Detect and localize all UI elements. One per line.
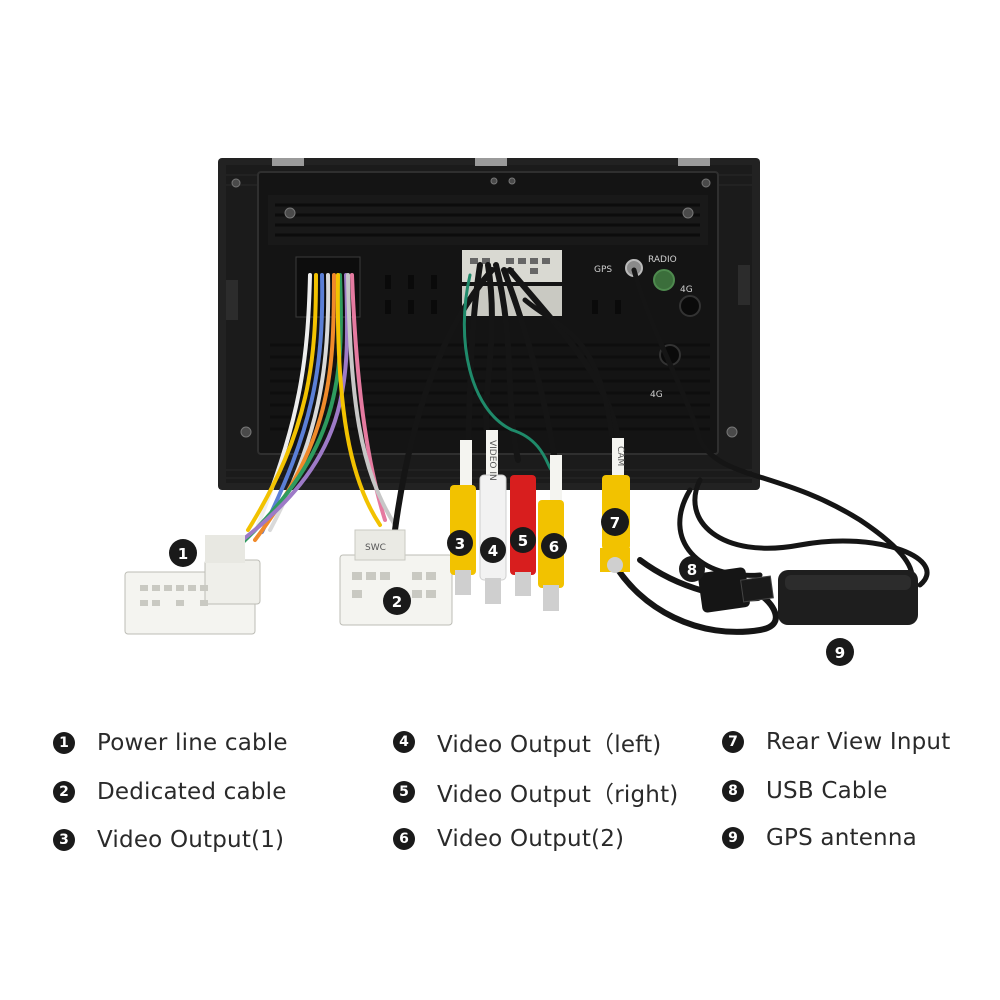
svg-text:5: 5 xyxy=(518,532,528,550)
legend-number-2: 2 xyxy=(53,781,75,803)
svg-text:3: 3 xyxy=(455,535,465,553)
legend-number-8: 8 xyxy=(722,780,744,802)
legend-item-6: 6 Video Output(2) xyxy=(393,824,624,854)
radio-port-label: RADIO xyxy=(648,255,677,265)
product-photo: GPS RADIO 4G 4G xyxy=(124,158,930,666)
marker-4: 4 xyxy=(480,537,506,563)
legend-label-7: Rear View Input xyxy=(766,729,951,755)
svg-text:9: 9 xyxy=(835,644,845,662)
gps-antenna-puck xyxy=(778,570,918,625)
legend-item-3: 3 Video Output(1) xyxy=(53,825,284,855)
legend-number-5: 5 xyxy=(393,781,415,803)
legend-item-7: 7 Rear View Input xyxy=(722,727,950,757)
legend-item-5: 5 Video Output（right) xyxy=(393,777,679,808)
legend-label-3: Video Output(1) xyxy=(97,827,285,853)
port-4g-bottom-label: 4G xyxy=(650,390,663,400)
legend-label-8: USB Cable xyxy=(766,778,888,804)
legend-number-6: 6 xyxy=(393,828,415,850)
swc-tag: SWC xyxy=(365,543,386,553)
legend-item-4: 4 Video Output（left) xyxy=(393,727,662,758)
power-connector xyxy=(124,535,261,635)
svg-text:1: 1 xyxy=(178,545,188,563)
svg-text:8: 8 xyxy=(687,561,697,579)
svg-text:2: 2 xyxy=(392,593,402,611)
video-in-tag: VIDEO IN xyxy=(487,440,497,481)
marker-3: 3 xyxy=(447,530,473,556)
legend-label-1: Power line cable xyxy=(97,730,288,756)
legend-label-2: Dedicated cable xyxy=(97,779,287,805)
legend-number-7: 7 xyxy=(722,731,744,753)
svg-text:7: 7 xyxy=(610,514,620,532)
cable-bundle xyxy=(230,262,930,635)
legend-number-1: 1 xyxy=(53,732,75,754)
marker-8: 8 xyxy=(679,556,705,582)
legend-item-2: 2 Dedicated cable xyxy=(53,777,287,807)
legend-label-6: Video Output(2) xyxy=(437,826,625,852)
legend-item-1: 1 Power line cable xyxy=(53,728,288,758)
svg-text:6: 6 xyxy=(549,538,559,556)
marker-5: 5 xyxy=(510,527,536,553)
marker-9: 9 xyxy=(826,638,854,666)
marker-6: 6 xyxy=(541,533,567,559)
legend-number-9: 9 xyxy=(722,827,744,849)
legend-label-4: Video Output（left) xyxy=(437,732,662,758)
marker-7: 7 xyxy=(601,508,629,536)
legend-number-4: 4 xyxy=(393,731,415,753)
gps-port-label: GPS xyxy=(594,265,612,275)
marker-2: 2 xyxy=(383,587,411,615)
legend-label-5: Video Output（right) xyxy=(437,782,679,808)
legend-item-8: 8 USB Cable xyxy=(722,776,888,806)
svg-text:4: 4 xyxy=(488,542,498,560)
legend-label-9: GPS antenna xyxy=(766,825,917,851)
port-4g-top-label: 4G xyxy=(680,285,693,295)
legend-number-3: 3 xyxy=(53,829,75,851)
marker-1: 1 xyxy=(169,539,197,567)
usb-plug xyxy=(698,567,774,613)
cam-tag: CAM xyxy=(615,446,625,466)
legend-item-9: 9 GPS antenna xyxy=(722,823,917,853)
